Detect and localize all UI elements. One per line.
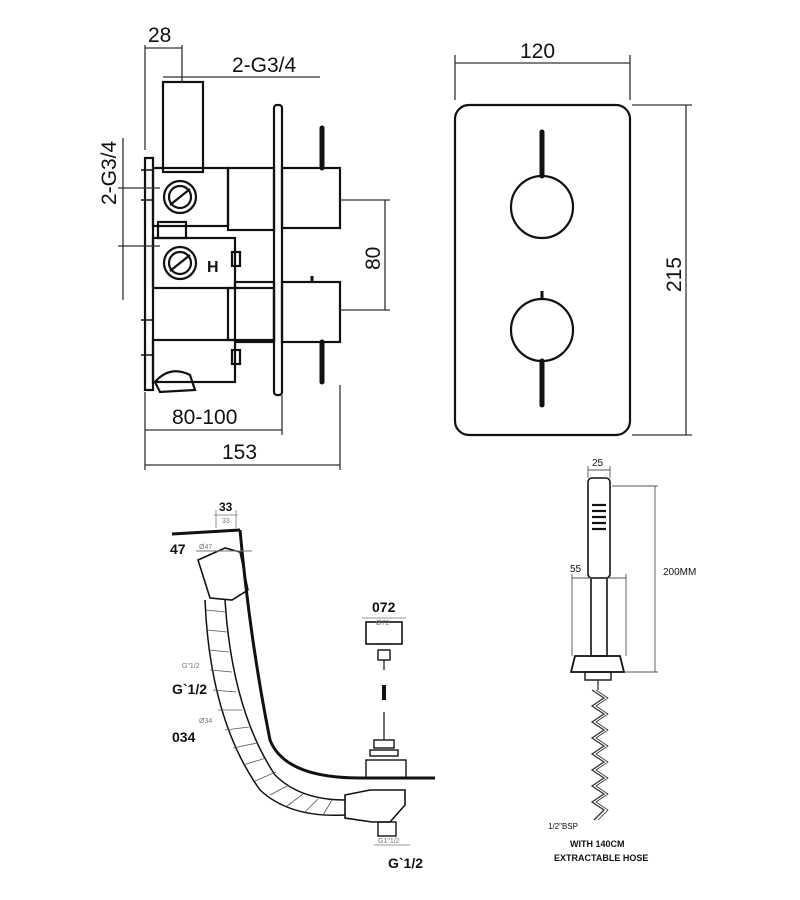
waste-small-left: Ø47 bbox=[199, 544, 212, 551]
dim-outlet-thread: 2-G3/4 bbox=[232, 54, 297, 77]
hot-marker: H bbox=[207, 259, 219, 276]
dim-depth-range: 80-100 bbox=[172, 406, 237, 429]
waste-hose-hatching bbox=[205, 609, 333, 816]
waste-small-pipe: Ø34 bbox=[199, 718, 212, 725]
waste-dim-33: 33 bbox=[219, 500, 233, 514]
waste-plug-dia: 072 bbox=[372, 599, 396, 615]
waste-small-g: G"1/2 bbox=[182, 663, 200, 670]
handset-head-width: 25 bbox=[592, 458, 604, 469]
waste-small-plug: Ø72 bbox=[376, 620, 389, 627]
handset-note-2: EXTRACTABLE HOSE bbox=[554, 853, 648, 863]
waste-thread-1: G`1/2 bbox=[172, 681, 207, 697]
dim-28: 28 bbox=[148, 24, 171, 47]
valve-front-dimensions bbox=[454, 55, 692, 436]
valve-side-dimensions bbox=[118, 45, 390, 470]
dim-plate-height: 215 bbox=[663, 257, 686, 292]
dim-overall-depth: 153 bbox=[222, 441, 257, 464]
dim-inlet-thread: 2-G3/4 bbox=[98, 140, 121, 205]
waste-thread-2: G`1/2 bbox=[388, 855, 423, 871]
handset-connector: 1/2"BSP bbox=[548, 822, 578, 831]
waste-pipe-dia: 034 bbox=[172, 729, 196, 745]
handset-length: 200MM bbox=[663, 567, 696, 578]
waste-small-top: 33 bbox=[222, 518, 230, 525]
bath-waste-drawing bbox=[171, 510, 435, 846]
dim-plate-width: 120 bbox=[520, 40, 555, 63]
handset-bracket-width: 55 bbox=[570, 564, 582, 575]
waste-small-thread: G1"1/2 bbox=[378, 838, 400, 845]
valve-side-view bbox=[141, 80, 342, 397]
valve-front-view bbox=[453, 103, 632, 437]
handset-dimensions bbox=[571, 466, 658, 673]
dim-centers: 80 bbox=[362, 247, 385, 270]
handset-hose bbox=[590, 680, 609, 821]
handset-note-1: WITH 140CM bbox=[570, 839, 625, 849]
hand-shower-drawing bbox=[569, 477, 626, 681]
waste-dim-47: 47 bbox=[170, 541, 186, 557]
